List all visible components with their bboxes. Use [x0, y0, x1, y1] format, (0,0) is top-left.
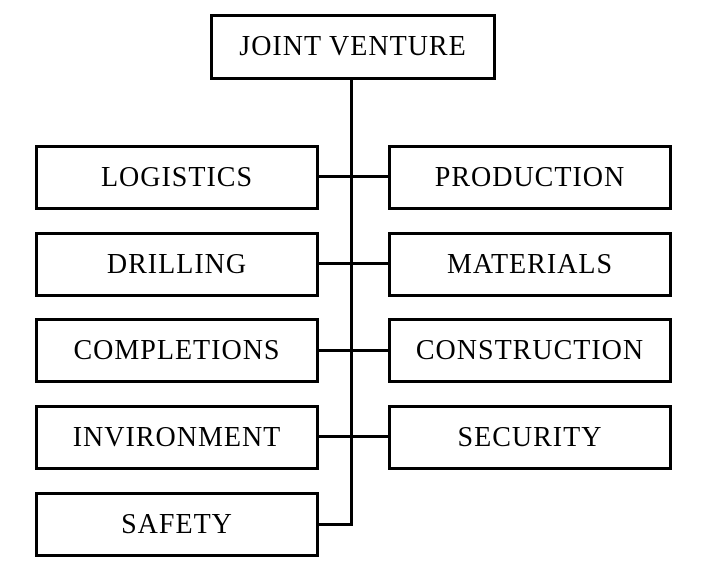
safety-label: SAFETY [121, 508, 233, 540]
connector-drilling [317, 262, 351, 265]
environment-box: INVIRONMENT [35, 405, 319, 470]
safety-box: SAFETY [35, 492, 319, 557]
production-box: PRODUCTION [388, 145, 672, 210]
materials-label: MATERIALS [446, 248, 614, 280]
security-label: SECURITY [457, 421, 603, 453]
connector-completions [317, 349, 351, 352]
security-box: SECURITY [388, 405, 672, 470]
connector-environment [317, 435, 351, 438]
connector-security [350, 435, 390, 438]
joint-venture-label: JOINT VENTURE [239, 31, 467, 62]
materials-box: MATERIALS [388, 232, 672, 297]
production-label: PRODUCTION [434, 161, 626, 193]
logistics-label: LOGISTICS [100, 161, 254, 193]
connector-logistics [317, 175, 351, 178]
joint-venture-box: JOINT VENTURE [210, 14, 496, 80]
completions-label: COMPLETIONS [73, 334, 281, 366]
connector-safety [317, 523, 353, 526]
drilling-box: DRILLING [35, 232, 319, 297]
trunk-line [350, 78, 353, 526]
construction-box: CONSTRUCTION [388, 318, 672, 383]
environment-label: INVIRONMENT [72, 421, 282, 453]
connector-materials [350, 262, 390, 265]
connector-construction [350, 349, 390, 352]
connector-production [350, 175, 390, 178]
drilling-label: DRILLING [106, 248, 248, 280]
construction-label: CONSTRUCTION [415, 334, 645, 366]
logistics-box: LOGISTICS [35, 145, 319, 210]
completions-box: COMPLETIONS [35, 318, 319, 383]
